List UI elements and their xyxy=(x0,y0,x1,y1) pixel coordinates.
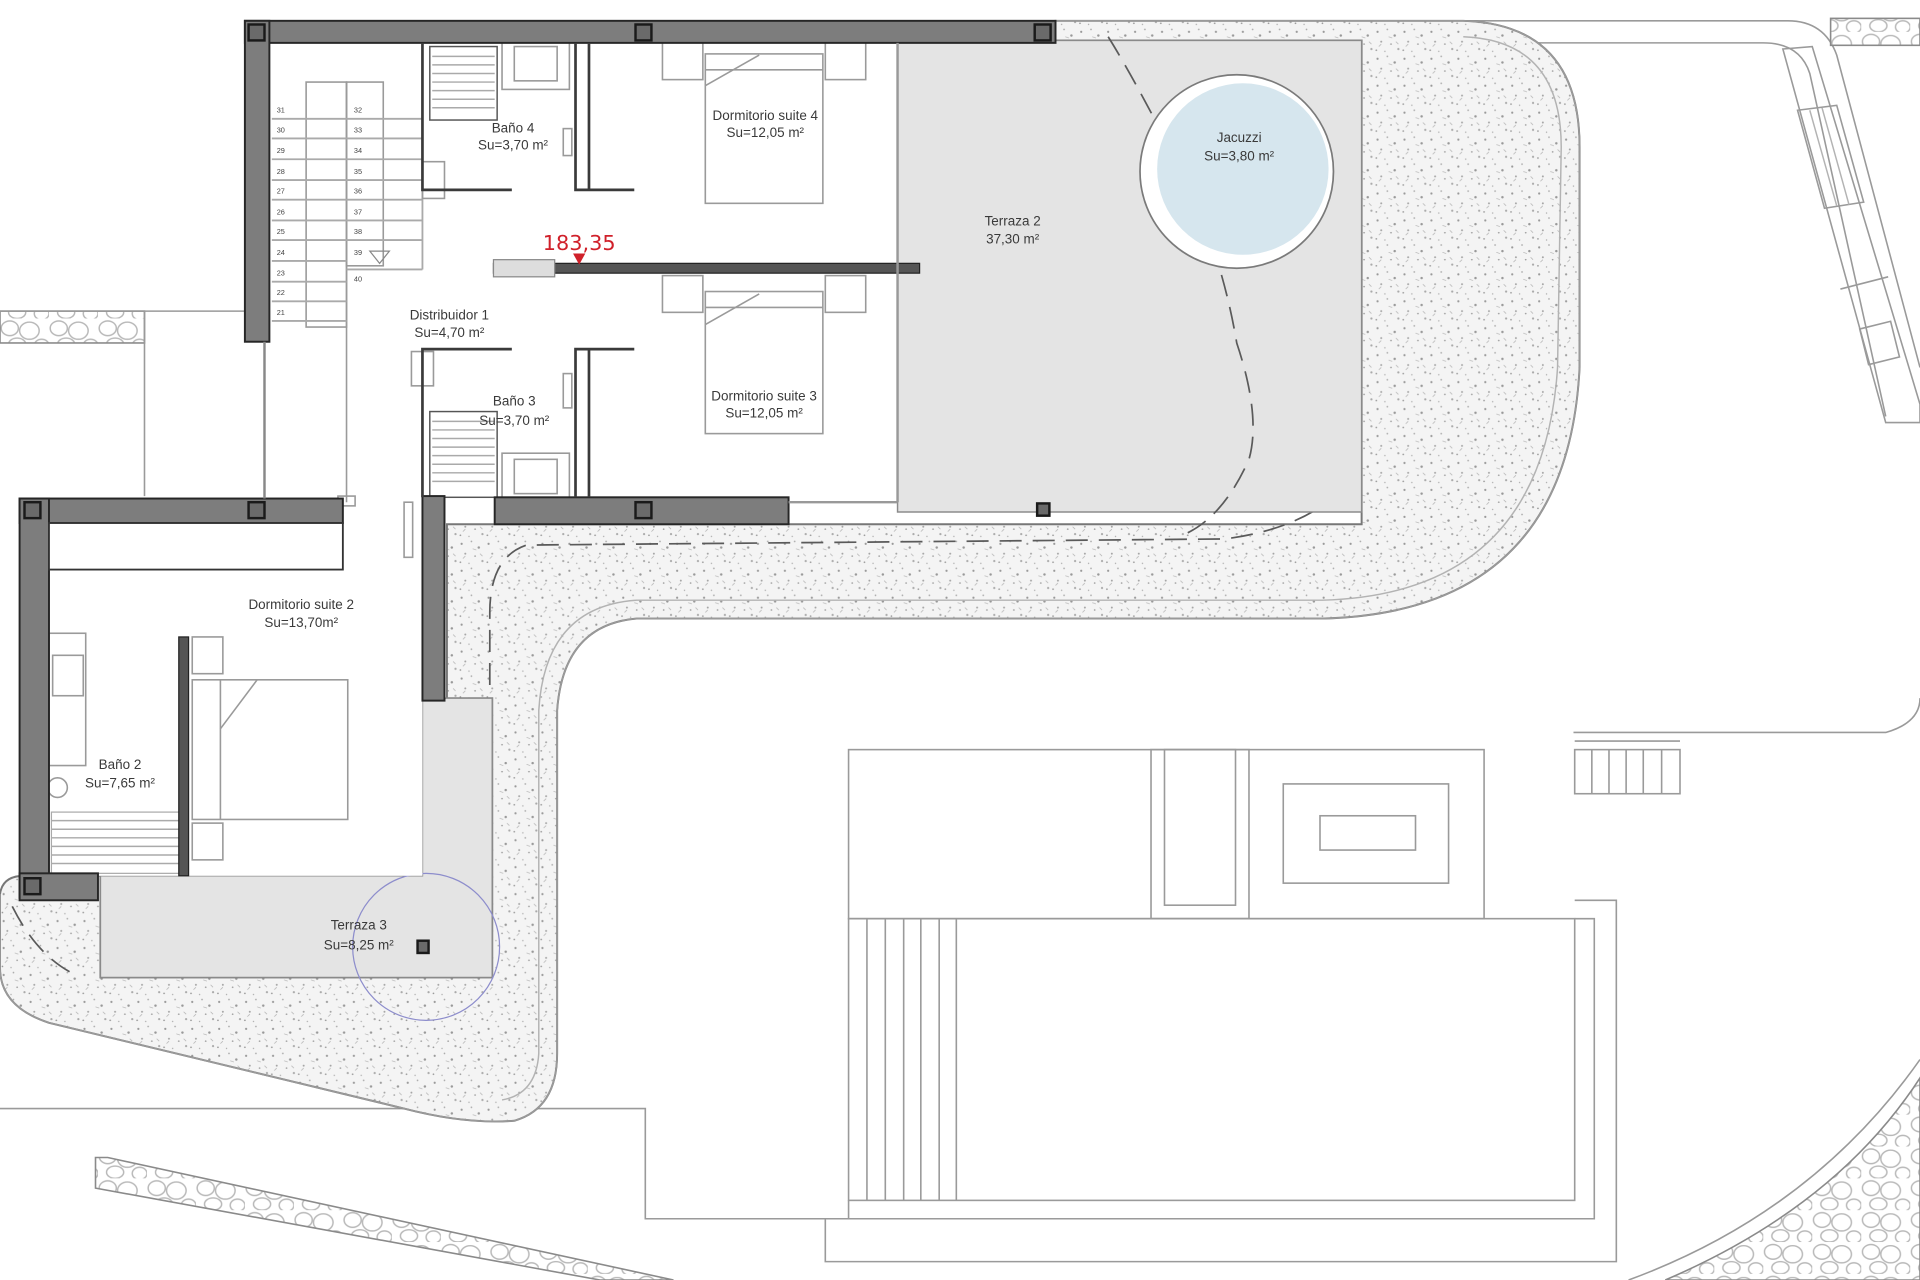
site-lines xyxy=(0,17,1920,1280)
pebble-strip-bottom-right xyxy=(1664,1076,1920,1280)
svg-text:33: 33 xyxy=(354,125,362,134)
pool-deck xyxy=(847,748,1485,920)
svg-text:28: 28 xyxy=(277,167,285,176)
outdoor-steps xyxy=(1573,740,1681,795)
level-arrow-icon xyxy=(573,253,586,265)
wall-suite2-east xyxy=(421,495,446,702)
svg-text:36: 36 xyxy=(354,187,362,196)
svg-text:22: 22 xyxy=(277,288,285,297)
jacuzzi xyxy=(1139,73,1335,270)
column-marker xyxy=(1035,502,1051,517)
svg-text:24: 24 xyxy=(277,248,285,257)
label-bano3-area: Su=3,70 m² xyxy=(479,413,550,428)
roof-overhang-line xyxy=(1107,36,1254,534)
label-terraza2-name: Terraza 2 xyxy=(985,213,1041,228)
level-marker: 183,35 xyxy=(543,231,616,265)
label-terraza3-area: Su=8,25 m² xyxy=(324,937,395,952)
svg-text:27: 27 xyxy=(277,187,285,196)
svg-text:37: 37 xyxy=(354,207,362,216)
staircase: 31 30 29 28 27 26 25 24 23 22 21 32 33 3… xyxy=(271,81,424,503)
level-dimension-text: 183,35 xyxy=(543,231,616,255)
label-dormitorio2-area: Su=13,70m² xyxy=(264,615,338,630)
svg-text:35: 35 xyxy=(354,167,362,176)
wall-suite2-north xyxy=(18,497,344,525)
svg-text:39: 39 xyxy=(354,248,362,257)
planter-box xyxy=(1858,320,1901,366)
svg-text:32: 32 xyxy=(354,106,362,115)
label-distribuidor1-name: Distribuidor 1 xyxy=(410,308,489,323)
pool-area xyxy=(824,748,1618,1263)
svg-text:40: 40 xyxy=(354,275,362,284)
label-bano4-area: Su=3,70 m² xyxy=(478,137,549,152)
label-dormitorio4-area: Su=12,05 m² xyxy=(727,125,805,140)
svg-text:23: 23 xyxy=(277,269,285,278)
svg-text:26: 26 xyxy=(277,207,285,216)
walls xyxy=(18,19,1057,902)
wall-suite2-west xyxy=(18,497,50,899)
label-bano2-area: Su=7,65 m² xyxy=(85,776,156,791)
label-bano3-name: Baño 3 xyxy=(493,393,536,408)
label-dormitorio3-name: Dormitorio suite 3 xyxy=(711,389,817,404)
svg-text:30: 30 xyxy=(277,125,285,134)
room-labels: Baño 4 Su=3,70 m² Dormitorio suite 4 Su=… xyxy=(85,108,1275,952)
column xyxy=(247,23,266,42)
svg-text:34: 34 xyxy=(354,146,362,155)
bench-icon xyxy=(1796,104,1865,210)
label-dormitorio4-name: Dormitorio suite 4 xyxy=(713,108,819,123)
umbrella-circle xyxy=(352,872,501,1021)
pebble-strip-bottom xyxy=(94,1156,674,1280)
label-terraza2-area: 37,30 m² xyxy=(986,232,1040,247)
svg-text:31: 31 xyxy=(277,106,285,115)
label-jacuzzi-area: Su=3,80 m² xyxy=(1204,148,1275,163)
svg-text:29: 29 xyxy=(277,146,285,155)
label-distribuidor1-area: Su=4,70 m² xyxy=(414,325,485,340)
label-terraza3-name: Terraza 3 xyxy=(331,918,387,933)
fixtures xyxy=(46,39,867,874)
svg-text:21: 21 xyxy=(277,308,285,317)
swimming-pool xyxy=(847,917,1576,1202)
pebble-strip-top-right xyxy=(1829,17,1920,47)
svg-text:38: 38 xyxy=(354,227,362,236)
svg-text:25: 25 xyxy=(277,227,285,236)
label-dormitorio2-name: Dormitorio suite 2 xyxy=(248,597,354,612)
stair-numbers-left: 31 30 29 28 27 26 25 24 23 22 21 xyxy=(277,106,285,317)
stair-numbers-right: 32 33 34 35 36 37 38 39 40 xyxy=(354,106,362,284)
label-dormitorio3-area: Su=12,05 m² xyxy=(725,406,803,421)
wall-central-partition xyxy=(492,262,921,274)
label-bano4-name: Baño 4 xyxy=(492,120,535,135)
pebble-strip-left xyxy=(0,310,146,344)
stair-direction-arrow xyxy=(368,250,391,265)
label-bano2-name: Baño 2 xyxy=(99,757,142,772)
label-jacuzzi-name: Jacuzzi xyxy=(1217,130,1262,145)
wall-stair-west xyxy=(243,19,271,343)
bed-icon xyxy=(704,53,824,205)
